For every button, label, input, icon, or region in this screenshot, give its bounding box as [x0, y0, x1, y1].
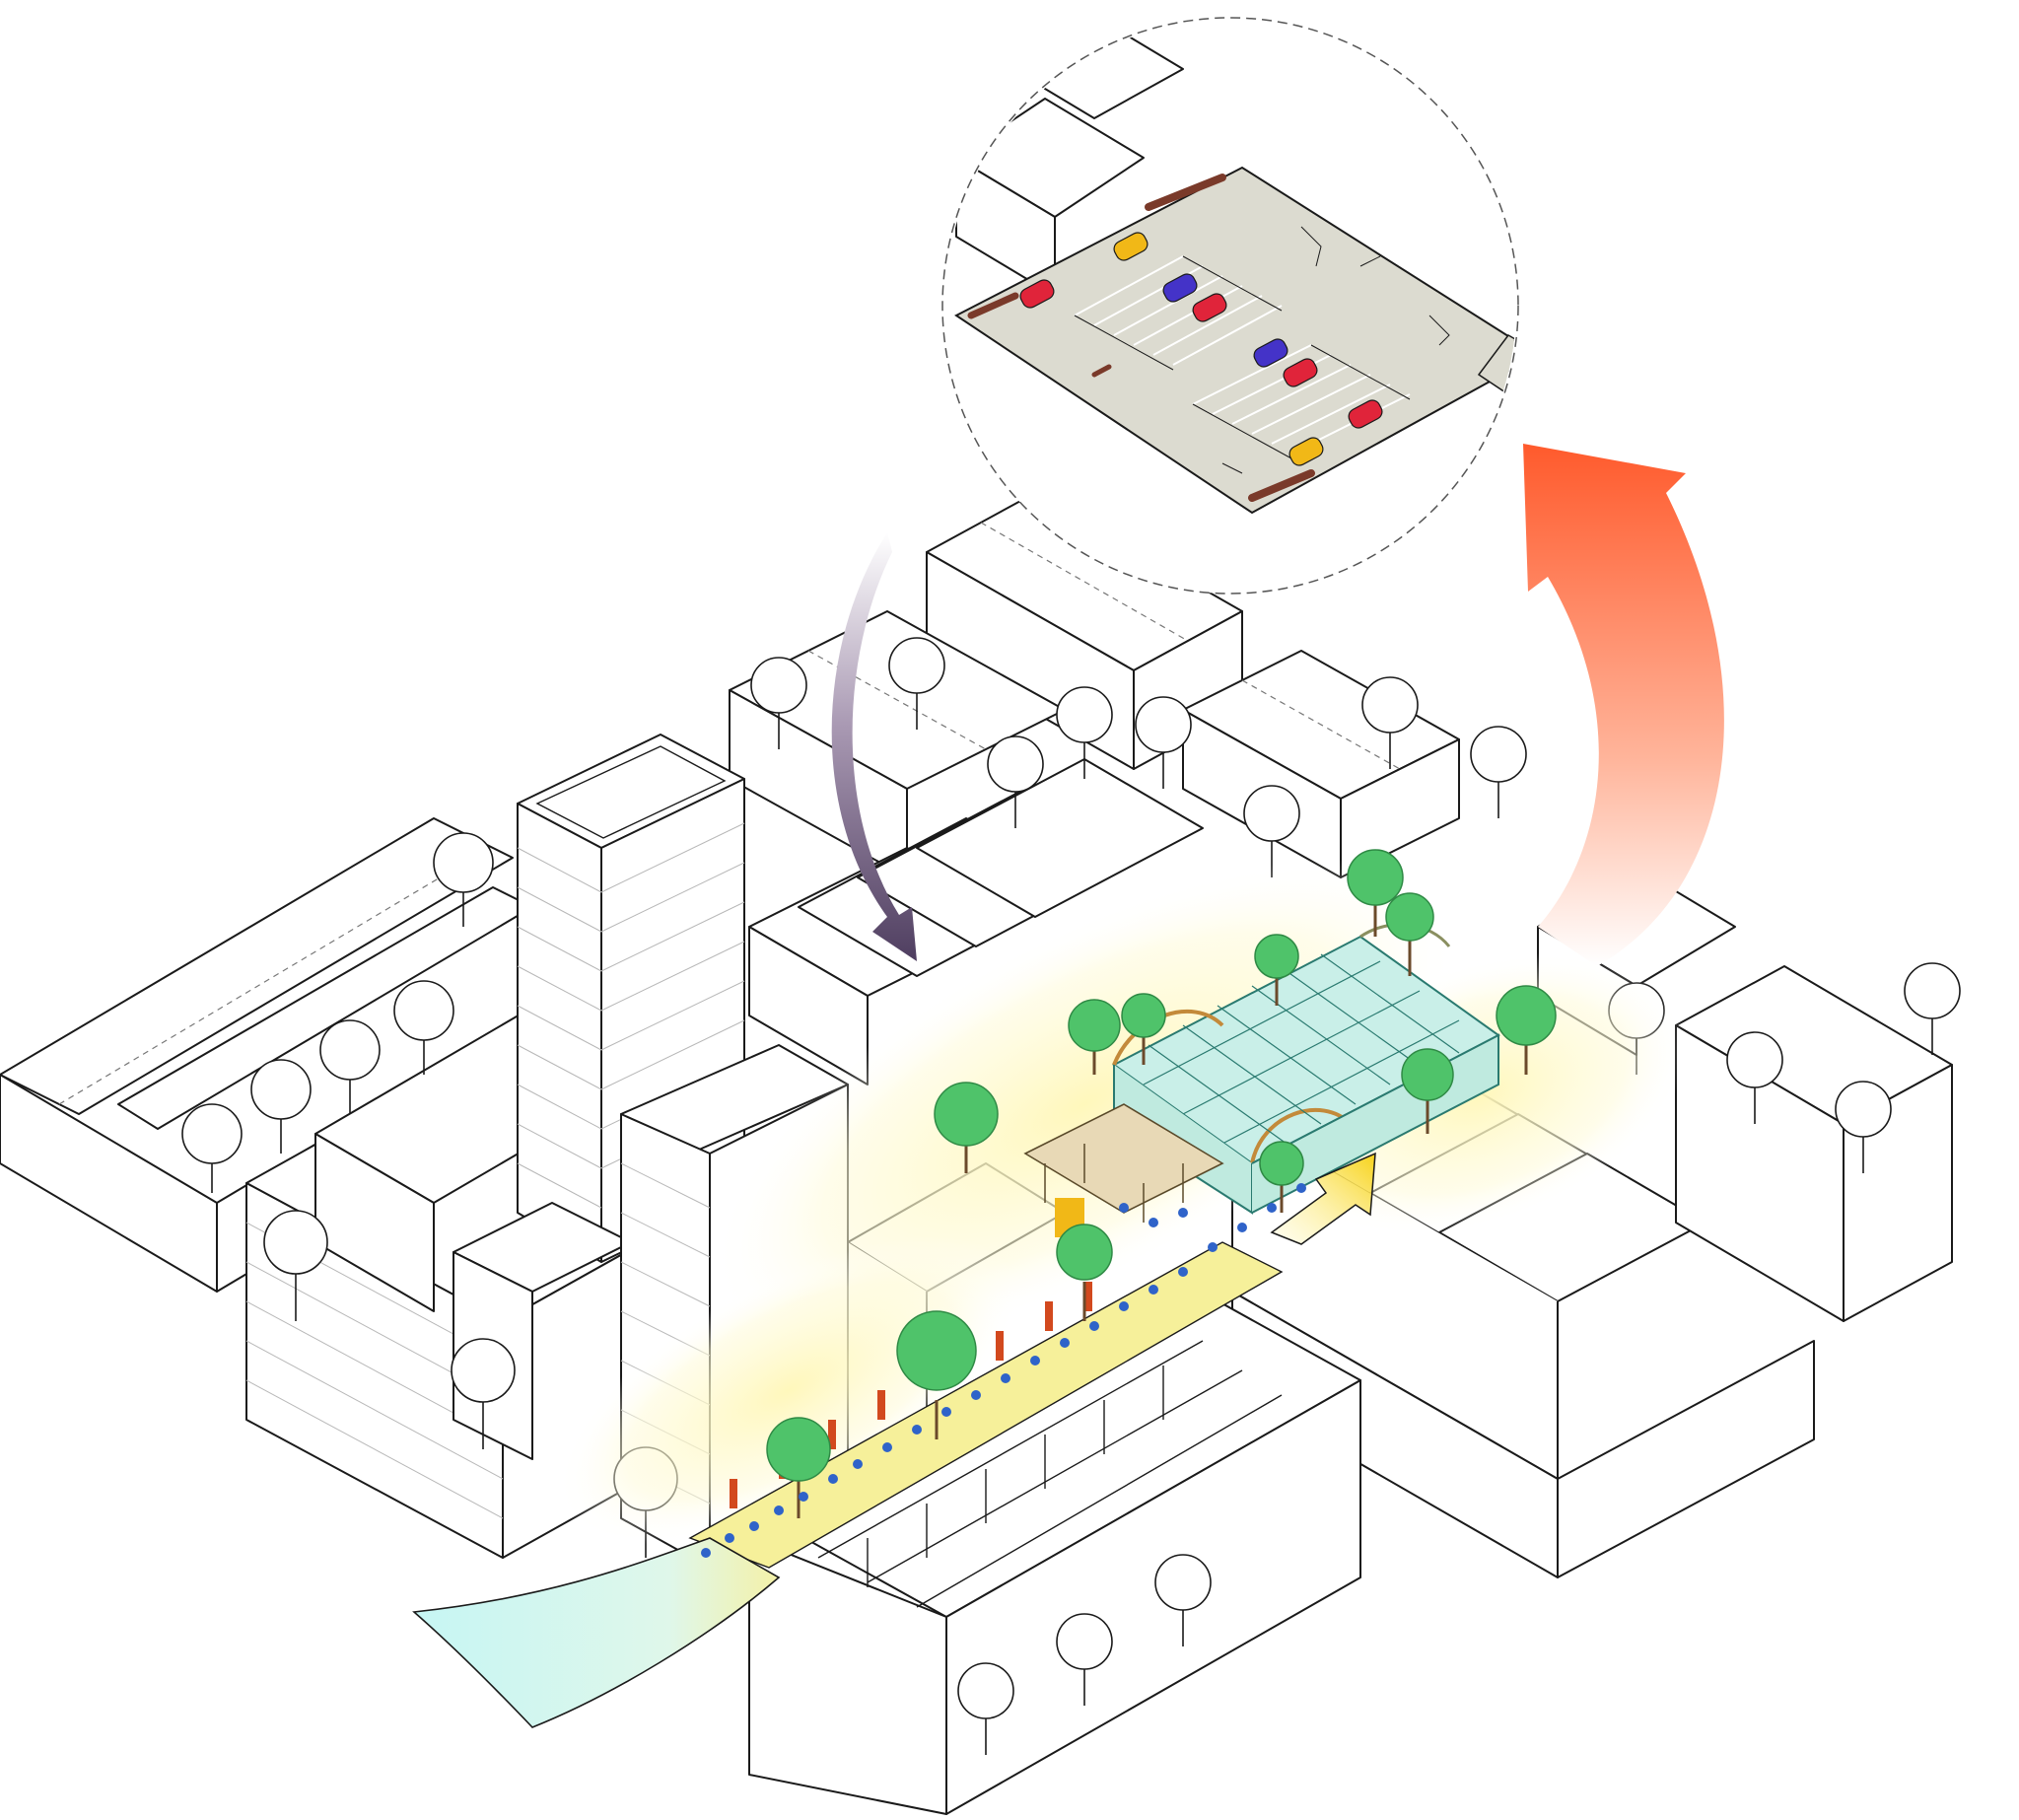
- tree-icon: [1056, 686, 1113, 779]
- green-tree-icon: [1121, 993, 1166, 1065]
- green-trees: [766, 849, 1557, 1518]
- green-tree-icon: [896, 1310, 977, 1439]
- car-icon: [1113, 232, 1149, 261]
- car-icon: [1288, 437, 1324, 466]
- back-terrace-houses: [729, 492, 1460, 878]
- green-tree-icon: [1259, 1141, 1304, 1213]
- tree-icon: [263, 1210, 328, 1321]
- car-park-inset: [941, 17, 1519, 595]
- car-icon: [1192, 293, 1227, 322]
- green-tree-icon: [1254, 934, 1299, 1006]
- green-tree-icon: [1056, 1224, 1113, 1321]
- car-park-surface: [954, 166, 1516, 515]
- tree-icon: [1726, 1031, 1783, 1124]
- tree-icon: [750, 657, 807, 749]
- car-icon: [1019, 279, 1055, 309]
- tree-icon: [987, 735, 1044, 828]
- entry-arrow-icon: [1270, 1152, 1376, 1245]
- green-tree-icon: [934, 1082, 999, 1173]
- people-crowd: [701, 1183, 1306, 1558]
- tree-icon: [1056, 1613, 1113, 1706]
- car-icon: [1253, 338, 1288, 368]
- green-tree-icon: [1068, 999, 1121, 1075]
- greenhouse: [1023, 923, 1500, 1237]
- sawtooth-sheds-middle: [748, 758, 1204, 1085]
- tree-icon: [1835, 1081, 1892, 1173]
- front-terrace-block: [748, 1281, 1361, 1815]
- tree-icon: [393, 980, 454, 1075]
- curved-arrow-down-icon: [831, 532, 917, 961]
- canal: [412, 1537, 781, 1728]
- tree-icon: [1904, 962, 1961, 1055]
- tree-icon: [181, 1103, 243, 1193]
- tree-icon: [433, 832, 494, 927]
- tree-icon: [1154, 1554, 1212, 1646]
- car-icon: [1283, 358, 1318, 387]
- green-tree-icon: [766, 1417, 831, 1518]
- tree-icon: [957, 1662, 1014, 1755]
- car-icon: [1162, 273, 1198, 303]
- green-tree-icon: [1496, 985, 1557, 1075]
- tree-icon: [888, 637, 945, 730]
- tree-icon: [319, 1019, 381, 1114]
- tree-icon: [1135, 696, 1192, 789]
- green-tree-icon: [1385, 892, 1434, 976]
- tree-icon: [1361, 676, 1419, 769]
- tree-icon: [451, 1338, 516, 1449]
- tree-icon: [1470, 726, 1527, 818]
- car-icon: [1348, 399, 1383, 429]
- tree-icon: [1243, 785, 1300, 877]
- green-tree-icon: [1347, 849, 1404, 937]
- green-tree-icon: [1401, 1048, 1454, 1134]
- curved-arrow-up-icon: [1523, 444, 1724, 966]
- tree-icon: [250, 1059, 312, 1154]
